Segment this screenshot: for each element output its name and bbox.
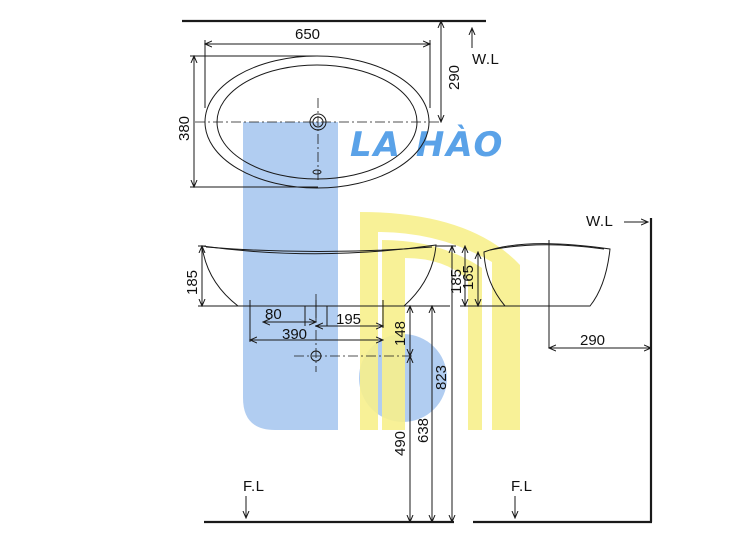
side-view: W.L 185 165 290 F.L bbox=[448, 213, 653, 524]
brand-text: LA HÀO bbox=[350, 124, 504, 165]
logo-blue-bar bbox=[243, 122, 338, 430]
logo-yellow-arch-inner bbox=[382, 240, 482, 430]
basin-side-profile bbox=[483, 243, 611, 307]
dim-390: 390 bbox=[282, 326, 307, 343]
top-view: W.L 650 380 290 bbox=[176, 19, 499, 189]
overflow-hole bbox=[312, 169, 322, 175]
dim-290-side: 290 bbox=[580, 332, 605, 349]
dim-650: 650 bbox=[295, 26, 320, 43]
fl-label-side: F.L bbox=[511, 478, 533, 495]
basin-side-rim bbox=[489, 244, 605, 251]
dim-490: 490 bbox=[392, 431, 409, 456]
dim-290-top: 290 bbox=[446, 65, 463, 90]
dim-80: 80 bbox=[265, 306, 282, 323]
basin-front-profile bbox=[201, 244, 437, 307]
dim-148: 148 bbox=[392, 321, 409, 346]
dim-823: 823 bbox=[433, 365, 450, 390]
dim-380: 380 bbox=[176, 116, 193, 141]
dim-165-side: 165 bbox=[460, 265, 477, 290]
logo-yellow-arch-outer bbox=[360, 212, 520, 430]
dim-185-front: 185 bbox=[184, 270, 201, 295]
basin-front-rim-inner bbox=[205, 246, 433, 252]
fl-label-front: F.L bbox=[243, 478, 265, 495]
wl-label-top: W.L bbox=[472, 51, 499, 68]
dim-638: 638 bbox=[415, 418, 432, 443]
front-view: 185 80 195 390 148 490 638 823 bbox=[184, 244, 456, 524]
dim-195: 195 bbox=[336, 311, 361, 328]
wl-label-side: W.L bbox=[586, 213, 613, 230]
dim-185-side: 185 bbox=[448, 269, 465, 294]
